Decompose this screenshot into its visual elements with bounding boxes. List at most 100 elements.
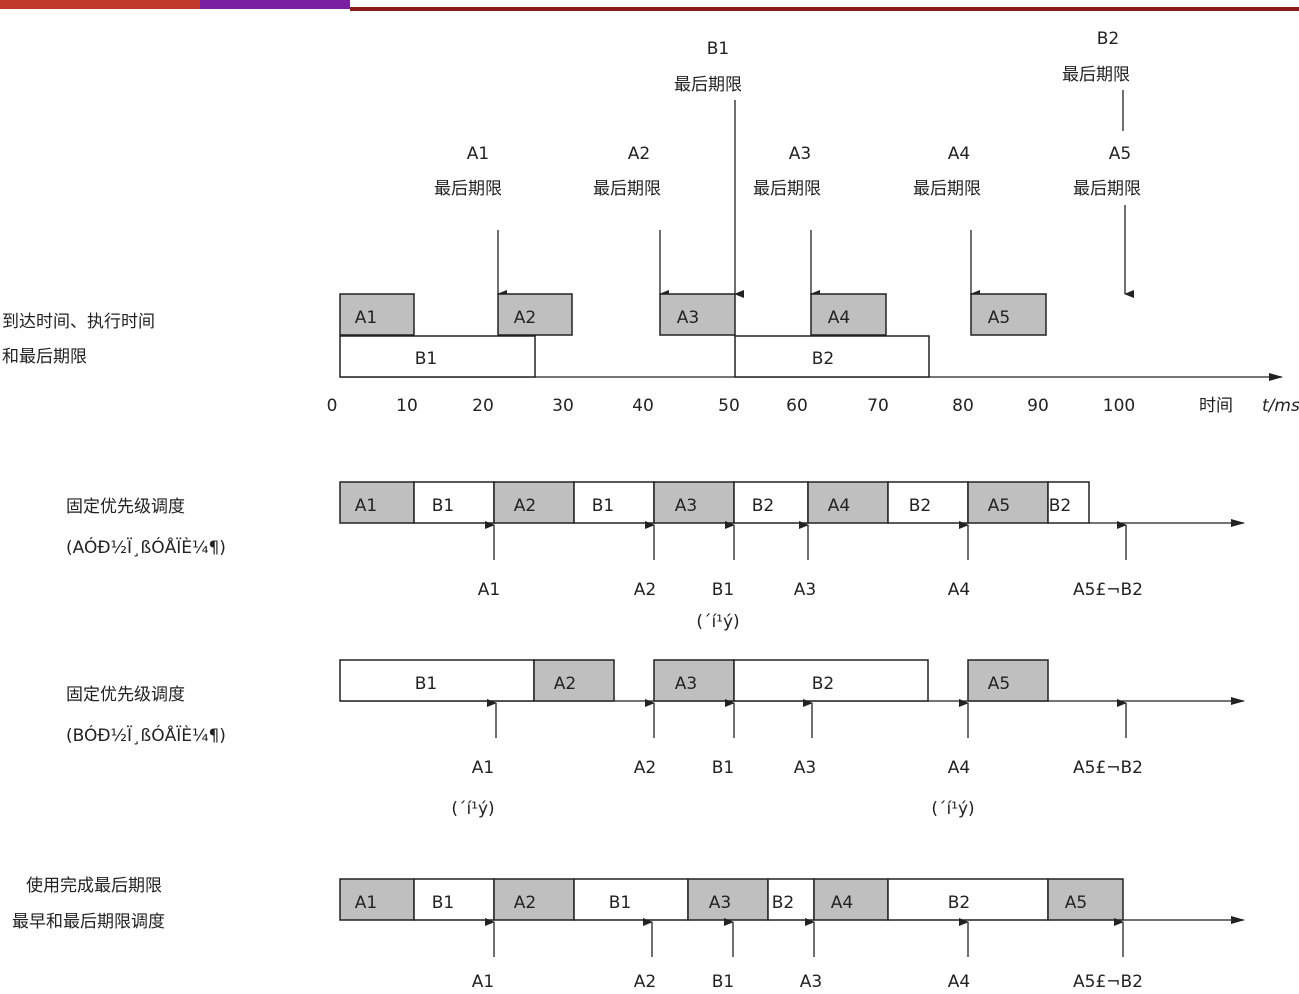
fixed-b-text-0: B1 [415, 674, 437, 694]
fixed-a-seg-a3 [653, 481, 735, 524]
deadline-a4-task: A4 [948, 144, 970, 164]
schedule-edf: A1 B1 A2 B1 A3 B2 A4 B2 A5 A1 A2 B1 A3 A… [339, 878, 1245, 992]
row-edf-label-1: 使用完成最后期限 [26, 875, 162, 896]
edf-text-2: A2 [514, 893, 536, 913]
arrival-b1 [339, 335, 536, 378]
row-edf-label-2: 最早和最后期限调度 [12, 912, 165, 932]
fixed-b-seg-b2 [733, 659, 929, 702]
tick-10: 10 [396, 396, 418, 416]
edf-text-8: A5 [1065, 893, 1087, 913]
tick-20: 20 [472, 396, 494, 416]
axis-unit-label: 时间 [1199, 396, 1233, 416]
fixed-b-mlabel-3: A3 [794, 758, 816, 778]
edf-seg-a3 [687, 878, 769, 921]
deadline-b1-task: B1 [707, 39, 729, 59]
fixed-a-text-9: B2 [1049, 496, 1071, 516]
fixed-a-text-7: B2 [909, 496, 931, 516]
tick-90: 90 [1027, 396, 1049, 416]
tick-40: 40 [632, 396, 654, 416]
edf-text-0: A1 [355, 893, 377, 913]
deadline-a3-label: 最后期限 [753, 179, 821, 199]
arrival-a2-text: A2 [514, 308, 536, 328]
fixed-a-text-1: B1 [432, 496, 454, 516]
fixed-b-miss-note-2: (´í¹ý) [931, 799, 974, 819]
schedule-fixed-a: A1 B1 A2 B1 A3 B2 A4 B2 A5 B2 A1 A2 B1 A… [339, 481, 1245, 632]
fixed-a-miss-note: (´í¹ý) [696, 612, 739, 632]
fixed-a-mlabel-3: A3 [794, 580, 816, 600]
arrival-a2 [497, 293, 573, 336]
arrival-a3-text: A3 [677, 308, 699, 328]
deadline-a3-task: A3 [789, 144, 811, 164]
edf-seg-a1 [339, 878, 415, 921]
arrival-a4-text: A4 [828, 308, 850, 328]
arrival-row: A1 A2 A3 A4 A5 B1 B2 [339, 293, 1283, 381]
fixed-a-seg-b1b [573, 481, 655, 524]
fixed-b-text-2: A3 [675, 674, 697, 694]
edf-text-3: B1 [609, 893, 631, 913]
fixed-a-text-2: A2 [514, 496, 536, 516]
schedule-fixed-b: B1 A2 A3 B2 A5 A1 A2 B1 A3 A4 A5£¬B2 (´í… [339, 659, 1245, 819]
fixed-b-seg-a3 [653, 659, 735, 702]
deadline-b2-task: B2 [1097, 29, 1119, 49]
arrival-a4 [810, 293, 887, 336]
edf-seg-b1b [573, 878, 689, 921]
edf-text-6: A4 [831, 893, 853, 913]
deadline-a2-task: A2 [628, 144, 650, 164]
fixed-a-mlabel-5: A5£¬B2 [1073, 580, 1143, 600]
row-arrival-label-1: 到达时间、执行时间 [2, 312, 155, 332]
edf-mlabel-1: A2 [634, 972, 656, 992]
fixed-a-seg-a1 [339, 481, 415, 524]
deadline-a1-task: A1 [467, 144, 489, 164]
arrival-a5 [970, 293, 1047, 336]
fixed-a-text-5: B2 [752, 496, 774, 516]
deadline-a2-label: 最后期限 [593, 179, 661, 199]
deadline-a1-label: 最后期限 [434, 179, 502, 199]
row-fixed-a-label-1: 固定优先级调度 [66, 497, 185, 517]
fixed-b-seg-a5 [967, 659, 1049, 702]
fixed-a-mlabel-2: B1 [712, 580, 734, 600]
fixed-a-text-4: A3 [675, 496, 697, 516]
fixed-a-mlabel-4: A4 [948, 580, 970, 600]
arrival-a1 [339, 293, 415, 336]
edf-seg-a5 [1047, 878, 1124, 921]
fixed-a-text-3: B1 [592, 496, 614, 516]
fixed-a-mlabel-0: A1 [478, 580, 500, 600]
fixed-b-mlabel-2: B1 [712, 758, 734, 778]
fixed-a-seg-a2 [493, 481, 575, 524]
fixed-a-mlabel-1: A2 [634, 580, 656, 600]
edf-text-4: A3 [709, 893, 731, 913]
arrival-b1-text: B1 [415, 349, 437, 369]
fixed-b-text-1: A2 [554, 674, 576, 694]
row-fixed-b-label-2: (BÓÐ½Ï¸ßÓÅÏÈ¼¶) [66, 724, 226, 746]
deadline-a5-label: 最后期限 [1073, 179, 1141, 199]
edf-mlabel-5: A5£¬B2 [1073, 972, 1143, 992]
fixed-b-mlabel-0: A1 [472, 758, 494, 778]
edf-text-7: B2 [948, 893, 970, 913]
deadline-b2-label: 最后期限 [1062, 65, 1130, 85]
deadline-a4-label: 最后期限 [913, 179, 981, 199]
fixed-a-text-6: A4 [828, 496, 850, 516]
fixed-a-seg-a4 [807, 481, 889, 524]
tick-0: 0 [327, 396, 338, 416]
axis-ticks: 0 10 20 30 40 50 60 70 80 90 100 时间 t/ms [327, 396, 1299, 416]
fixed-b-mlabel-1: A2 [634, 758, 656, 778]
row-arrival-label-2: 和最后期限 [2, 347, 87, 367]
fixed-b-miss-note-1: (´í¹ý) [451, 799, 494, 819]
tick-100: 100 [1103, 396, 1135, 416]
tick-30: 30 [552, 396, 574, 416]
fixed-b-mlabel-4: A4 [948, 758, 970, 778]
fixed-a-seg-a5 [967, 481, 1049, 524]
fixed-b-seg-a2 [533, 659, 615, 702]
edf-mlabel-3: A3 [800, 972, 822, 992]
row-fixed-a-label-2: (AÓÐ½Ï¸ßÓÅÏÈ¼¶) [66, 536, 226, 558]
deadline-a5-task: A5 [1109, 144, 1131, 164]
tick-80: 80 [952, 396, 974, 416]
edf-text-5: B2 [772, 893, 794, 913]
deadline-annotations: B1 最后期限 B2 最后期限 A1 最后期限 A2 最后期限 A3 最后期限 … [434, 29, 1141, 298]
edf-seg-b1 [413, 878, 495, 921]
edf-mlabel-0: A1 [472, 972, 494, 992]
tick-70: 70 [867, 396, 889, 416]
arrival-b2 [734, 335, 930, 378]
header-banner [0, 0, 1299, 11]
